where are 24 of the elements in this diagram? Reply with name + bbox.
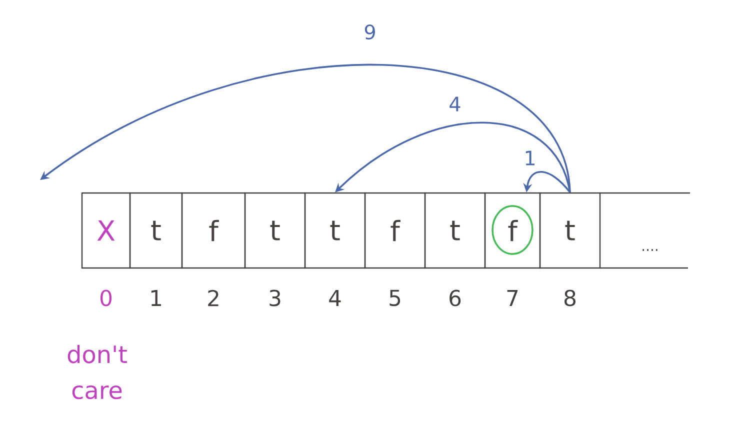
curved-arrow: [335, 122, 571, 193]
tape-cell: t: [304, 192, 366, 269]
edge-label: 4: [448, 96, 462, 112]
tape-cell: t: [129, 192, 183, 269]
index-number: 4: [329, 290, 341, 306]
index-number: 1: [151, 290, 161, 306]
tape-cell: t: [539, 192, 601, 269]
edge-label: 9: [362, 23, 378, 41]
edge-label: 1: [522, 150, 538, 166]
ellipsis: ....: [642, 249, 658, 251]
tape-cell: f: [181, 192, 246, 269]
tape-cell: t: [424, 192, 486, 269]
index-number: 0: [100, 290, 112, 306]
tape-cell: f: [364, 192, 426, 269]
index-number: 8: [564, 290, 576, 306]
index-number: 3: [270, 290, 280, 306]
index-number: 6: [450, 290, 461, 306]
note-text: don't care: [68, 344, 127, 400]
index-number: 2: [208, 290, 218, 306]
index-number: 5: [390, 290, 400, 306]
tape-cell: f: [484, 192, 541, 269]
index-number: 7: [507, 290, 518, 306]
tape-cell: X: [81, 192, 131, 269]
tape-cell: t: [244, 192, 306, 269]
